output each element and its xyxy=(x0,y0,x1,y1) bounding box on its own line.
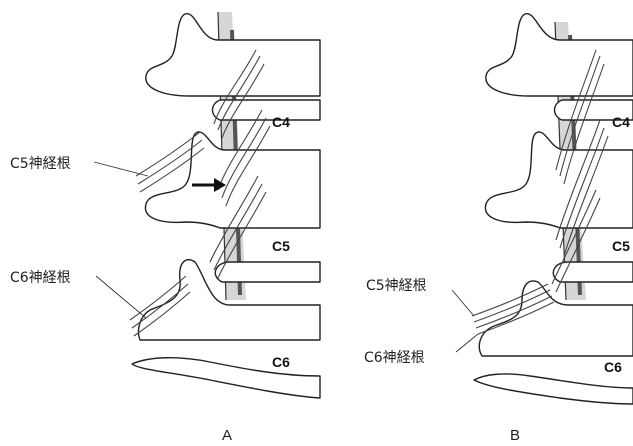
vertebra-label-c5-b: C5 xyxy=(612,238,630,254)
c4-body-lower xyxy=(213,100,321,120)
c5-root-label-b: C5神経根 xyxy=(366,278,427,294)
panel-label-a: A xyxy=(222,427,232,444)
panel-label-b: B xyxy=(510,427,520,444)
vertebra-label-c4-b: C4 xyxy=(612,114,630,130)
c6-root-label-b: C6神経根 xyxy=(364,350,425,366)
vertebra-label-c6-a: C6 xyxy=(272,354,290,370)
c6-label-leader-a xyxy=(96,276,146,318)
vertebra-label-c4-a: C4 xyxy=(272,114,290,130)
c6-root-label-a: C6神経根 xyxy=(10,270,71,286)
c5-body-lower xyxy=(215,262,320,282)
c5-root-label-a: C5神経根 xyxy=(10,156,71,172)
c6-label-leader-b xyxy=(456,334,478,352)
vertebra-c5 xyxy=(485,132,633,228)
vertebra-c4 xyxy=(146,14,320,96)
panel-b: C5神経根 C6神経根 C4 C5 C6 B xyxy=(364,14,633,444)
vertebra-label-c6-b: C6 xyxy=(604,359,622,375)
panel-a: C5神経根 C6神経根 C4 C5 C6 A xyxy=(10,12,320,444)
vertebra-label-c5-a: C5 xyxy=(272,238,290,254)
c5-label-leader-a xyxy=(94,162,148,176)
c5-label-leader-b xyxy=(452,290,474,316)
vertebra-c6-lower xyxy=(474,374,633,404)
vertebra-c6-lower xyxy=(132,358,320,398)
